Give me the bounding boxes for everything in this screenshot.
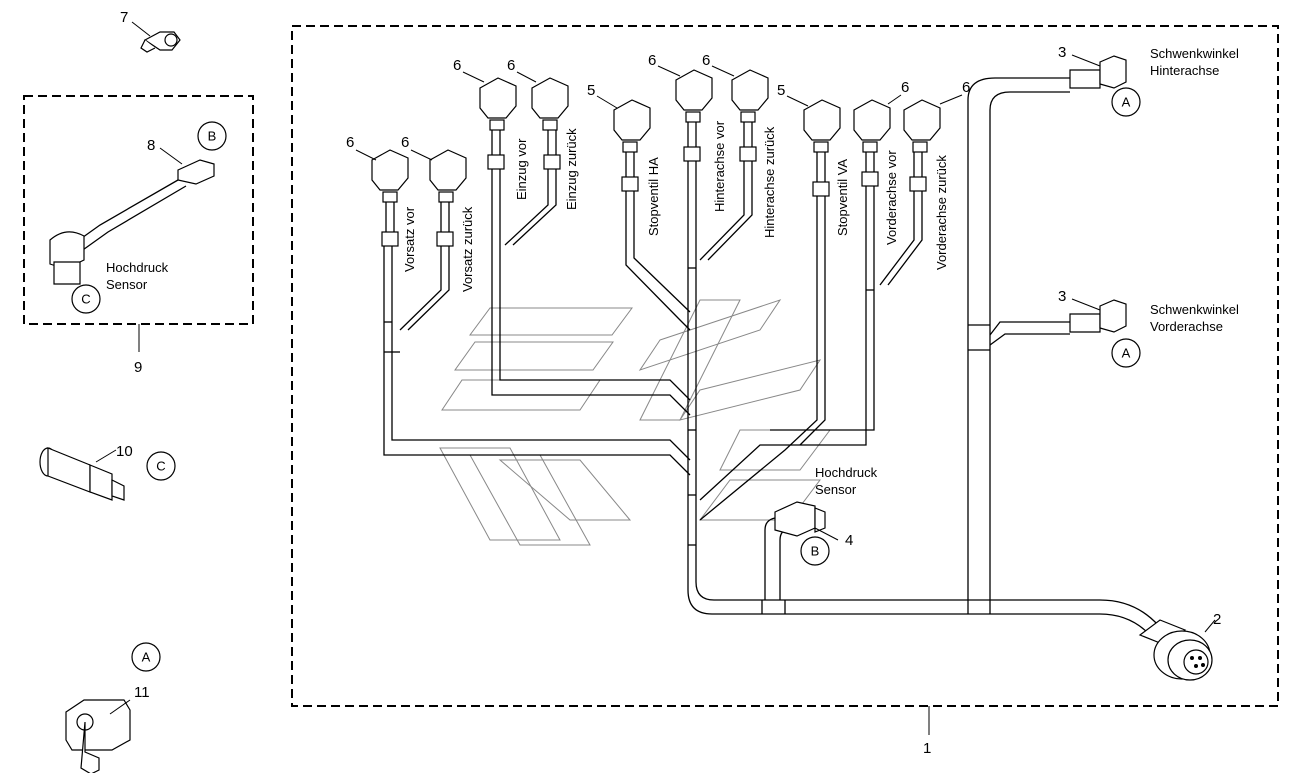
angle-sensor-connector-vorderachse xyxy=(1069,298,1127,333)
item-number-6-f: 6 xyxy=(702,52,710,69)
label-vorderachse-vor: Vorderachse vor xyxy=(884,150,899,245)
harness-assembly-frame xyxy=(291,25,1279,707)
valve-connector-6-vorsatz-vor xyxy=(371,149,409,247)
angle-sensor xyxy=(65,699,131,773)
valve-connector-5-stopventil-va xyxy=(803,99,841,197)
ref-a-angle-sensor: A xyxy=(142,650,151,665)
item-number-6-c: 6 xyxy=(453,57,461,74)
valve-connector-6-vorderachse-vor xyxy=(853,99,891,187)
label-vorsatz-vor: Vorsatz vor xyxy=(402,206,417,272)
valve-connector-6-einzug-zurueck xyxy=(531,77,569,170)
label-stopventil-va: Stopventil VA xyxy=(835,159,850,236)
item-number-2: 2 xyxy=(1213,611,1221,628)
valve-connector-6-einzug-vor xyxy=(479,77,517,170)
valve-connectors xyxy=(371,69,941,247)
item-number-6-h: 6 xyxy=(962,79,970,96)
label-stopventil-ha: Stopventil HA xyxy=(646,157,661,236)
item-number-6-b: 6 xyxy=(401,134,409,151)
angle-sensor-connector-hinterachse xyxy=(1069,54,1127,89)
item-number-3-b: 3 xyxy=(1058,288,1066,305)
label-schwenkwinkel-hinter-2: Hinterachse xyxy=(1150,63,1219,78)
wire-labels: Vorsatz vor Vorsatz zurück Einzug vor Ei… xyxy=(402,120,949,292)
label-schwenkwinkel-vorder-2: Vorderachse xyxy=(1150,319,1223,334)
item-number-5-b: 5 xyxy=(777,82,785,99)
label-hinterachse-zurueck: Hinterachse zurück xyxy=(762,126,777,238)
pressure-sensor xyxy=(39,447,125,501)
ref-b-kit: B xyxy=(208,129,217,144)
label-schwenkwinkel-hinter-1: Schwenkwinkel xyxy=(1150,46,1239,61)
pressure-sensor-cable xyxy=(49,147,215,285)
label-hochdruck-sensor-1: Hochdruck xyxy=(815,465,878,480)
item-number-7: 7 xyxy=(120,9,128,26)
background-shadow-shapes xyxy=(439,299,831,546)
item-number-8: 8 xyxy=(147,137,155,154)
label-hochdruck-box-2: Sensor xyxy=(106,277,148,292)
item-number-11: 11 xyxy=(134,684,150,701)
item-number-4: 4 xyxy=(845,532,853,549)
ref-circles: B C C A A A B xyxy=(71,87,1141,672)
main-round-connector xyxy=(1138,619,1216,681)
ref-a-hinterachse: A xyxy=(1122,95,1131,110)
valve-connector-6-vorsatz-zurueck xyxy=(429,149,467,247)
label-hochdruck-sensor-2: Sensor xyxy=(815,482,857,497)
valve-connector-6-hinterachse-zurueck xyxy=(731,69,769,162)
item-number-5-a: 5 xyxy=(587,82,595,99)
item-number-6-e: 6 xyxy=(648,52,656,69)
label-einzug-vor: Einzug vor xyxy=(514,138,529,200)
label-schwenkwinkel-vorder-1: Schwenkwinkel xyxy=(1150,302,1239,317)
connector-leaders xyxy=(355,65,963,161)
valve-connector-6-vorderachse-zurueck xyxy=(903,99,941,192)
label-vorderachse-zurueck: Vorderachse zurück xyxy=(934,155,949,270)
label-hochdruck-box-1: Hochdruck xyxy=(106,260,169,275)
ref-a-vorderachse: A xyxy=(1122,346,1131,361)
label-hinterachse-vor: Hinterachse vor xyxy=(712,120,727,212)
cable-clip xyxy=(131,21,181,53)
harness-wires xyxy=(383,77,1159,636)
ref-b-harness: B xyxy=(811,544,820,559)
ref-c-kit: C xyxy=(81,292,90,307)
valve-connector-6-hinterachse-vor xyxy=(675,69,713,162)
item-number-6-d: 6 xyxy=(507,57,515,74)
pressure-sensor-connector xyxy=(774,501,839,541)
item-number-6-a: 6 xyxy=(346,134,354,151)
valve-connector-5-stopventil-ha xyxy=(613,99,651,192)
label-einzug-zurueck: Einzug zurück xyxy=(564,128,579,210)
item-number-9: 9 xyxy=(134,359,142,376)
item-number-10: 10 xyxy=(116,443,133,460)
item-number-1: 1 xyxy=(923,740,931,757)
ref-c-sensor: C xyxy=(156,459,165,474)
label-vorsatz-zurueck: Vorsatz zurück xyxy=(460,206,475,292)
sensor-kit-frame xyxy=(23,95,254,325)
item-number-6-g: 6 xyxy=(901,79,909,96)
item-number-3-a: 3 xyxy=(1058,44,1066,61)
